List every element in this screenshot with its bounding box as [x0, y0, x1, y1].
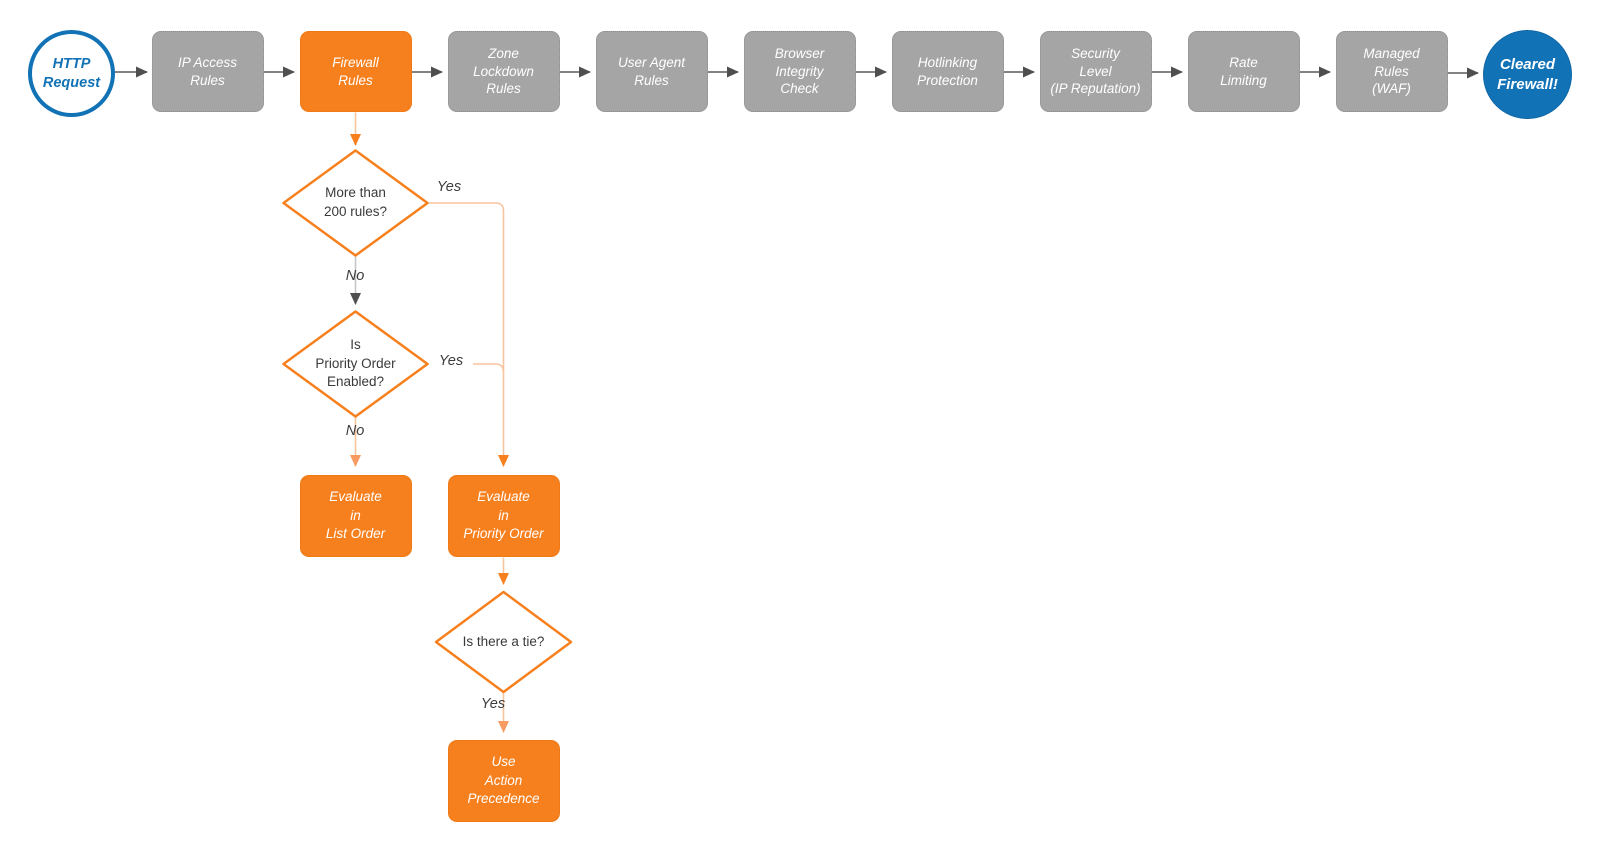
stage-user-agent-rules: User Agent Rules [595, 31, 708, 112]
stage-label: Managed Rules (WAF) [1363, 45, 1420, 97]
top-row-arrows [115, 66, 1479, 79]
decision3-is-there-a-tie: Is there a tie? [462, 633, 545, 649]
outcome-label: Evaluate in Priority Order [463, 489, 544, 542]
stage-managed-rules-waf: Managed Rules (WAF) [1335, 31, 1448, 112]
stage-label: Browser Integrity Check [774, 45, 825, 97]
stage-label: Zone Lockdown Rules [473, 45, 534, 97]
edge-label-decision1-no: No [345, 268, 365, 284]
outcome-label: Use Action Precedence [467, 754, 540, 807]
stage-rate-limiting: Rate Limiting [1187, 31, 1300, 112]
decision2-diamond [282, 310, 429, 418]
edge-label-decision3-yes: Yes [480, 696, 506, 712]
end-node-label: Cleared Firewall! [1497, 56, 1558, 93]
stage-label: Security Level (IP Reputation) [1050, 45, 1141, 97]
start-node-label: HTTP Request [42, 55, 101, 91]
edge-label-decision2-no: No [345, 423, 365, 439]
outcome-label: Evaluate in List Order [325, 489, 386, 542]
outcome-evaluate-in-list-order: Evaluate in List Order [299, 475, 412, 557]
stage-ip-access-rules: IP Access Rules [151, 31, 264, 112]
edge-label-decision2-yes: Yes [429, 353, 473, 369]
stage-security-level: Security Level (IP Reputation) [1039, 31, 1152, 112]
decision3-diamond [434, 590, 573, 694]
edge-label-decision1-yes: Yes [436, 179, 462, 195]
decision1-diamond [282, 149, 429, 257]
stage-label: User Agent Rules [617, 54, 686, 88]
stage-firewall-rules: Firewall Rules [299, 31, 412, 112]
stage-label: Hotlinking Protection [917, 54, 978, 88]
stage-label: Rate Limiting [1220, 54, 1267, 88]
stage-zone-lockdown-rules: Zone Lockdown Rules [447, 31, 560, 112]
decision1-more-than-200-rules: More than 200 rules? [323, 185, 388, 219]
decision2-priority-order-enabled: Is Priority Order Enabled? [315, 337, 396, 390]
stage-label: Firewall Rules [332, 54, 379, 88]
start-node-http-request: HTTP Request [28, 30, 115, 117]
end-node-cleared-firewall: Cleared Firewall! [1483, 30, 1572, 119]
edge-decision1-yes [427, 202, 509, 467]
decision-diamonds [282, 149, 573, 694]
stage-label: IP Access Rules [177, 54, 238, 88]
edge-decision2-yes [427, 363, 505, 373]
branch-connectors [350, 112, 509, 733]
outcome-evaluate-in-priority-order: Evaluate in Priority Order [447, 475, 560, 557]
outcome-use-action-precedence: Use Action Precedence [447, 740, 560, 822]
stage-browser-integrity-check: Browser Integrity Check [743, 31, 856, 112]
stage-hotlinking-protection: Hotlinking Protection [891, 31, 1004, 112]
